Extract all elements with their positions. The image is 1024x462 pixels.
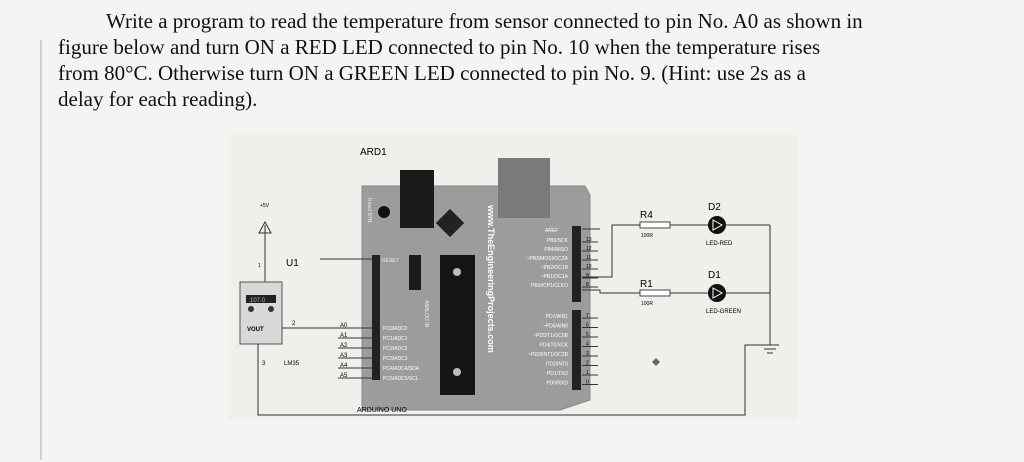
digital-pin-name: PB5/SCK (547, 238, 569, 244)
sensor-part: LM35 (284, 361, 300, 367)
digital-pin-label: 3 (586, 351, 589, 357)
resistor-r1 (639, 289, 671, 297)
digital-header-low (572, 310, 581, 390)
sensor-ref: U1 (286, 258, 299, 269)
analog-header (372, 325, 380, 380)
svg-text:R1: R1 (640, 279, 653, 290)
board-name: ARDUINO UNO (357, 407, 407, 414)
digital-pin-label: 12 (586, 246, 592, 252)
digital-pin-label: 1 (586, 370, 589, 376)
digital-pins-high: 13 PB5/SCK 12 PB4/MISO 11 ~PB3/MOSI/OC2A 10 ~PB… (526, 237, 598, 289)
digital-pin-label: 8 (586, 282, 589, 288)
digital-pin-label: 4 (586, 342, 589, 348)
led-red-icon (708, 216, 726, 234)
digital-pin-name: PD2/INT0 (546, 362, 568, 368)
digital-pin-label: 13 (586, 237, 592, 243)
digital-pin-name: ~PB3/MOSI/OC2A (526, 256, 568, 262)
digital-pin-name: ~PD6/AIN0 (543, 324, 568, 330)
digital-pin-name: PD7/AIN1 (546, 314, 568, 320)
analog-pin-name: PC5/ADC5/SCL (383, 376, 419, 382)
digital-pin-label: 2 (586, 361, 589, 367)
svg-text:LED-RED: LED-RED (706, 241, 733, 247)
svg-text:RESET: RESET (382, 258, 399, 264)
question-line-1: Write a program to read the temperature … (106, 9, 863, 33)
digital-pin-name: ~PB1/OC1A (541, 274, 569, 280)
digital-pin-label: 6 (586, 323, 589, 329)
svg-text:AREF: AREF (545, 228, 558, 234)
board-url: www.TheEngineeringProjects.com (486, 204, 496, 353)
digital-pin-name: PB0/ICP1/CLKO (531, 283, 568, 289)
svg-text:ANALOG IN: ANALOG IN (423, 300, 429, 328)
analog-pin-label: A4 (340, 363, 348, 369)
question-line-4: delay for each reading). (58, 87, 258, 111)
ground-wire (257, 344, 770, 416)
svg-text:100R: 100R (641, 233, 653, 239)
question-line-3: from 80°C. Otherwise turn ON a GREEN LED… (58, 61, 806, 85)
digital-pin-label: 11 (586, 255, 591, 261)
analog-pin-label: A5 (340, 373, 348, 379)
digital-pin-label: 10 (586, 264, 592, 270)
lm35-sensor (239, 281, 283, 345)
power-arrow-icon (258, 220, 272, 234)
digital-pin-label: 5 (586, 332, 589, 338)
digital-pin-name: ~PB2/OC1B (541, 265, 569, 271)
analog-pin-name: PC4/ADC4/SDA (383, 366, 420, 372)
question-text: Write a program to read the temperature … (58, 8, 963, 112)
digital-pin-name: PB4/MISO (544, 247, 568, 253)
led-green-icon (708, 284, 726, 302)
power-jack (400, 170, 434, 228)
pin9-wire (582, 289, 640, 294)
digital-pin-label: 0 (586, 380, 589, 386)
digital-pins-low: 7 PD7/AIN1 6 ~PD6/AIN0 5 ~PD5/T1/OC0B 4 PD4/T0/… (528, 313, 598, 387)
sensor-display: 107.0 (250, 298, 266, 304)
svg-text:1: 1 (258, 263, 261, 269)
analog-pin-name: PC3/ADC3 (383, 356, 408, 362)
digital-pin-name: PD4/T0/XCK (539, 343, 568, 349)
board-ref: ARD1 (360, 147, 387, 158)
reset-button-icon (378, 206, 390, 218)
analog-pin-label: A1 (340, 333, 348, 339)
svg-text:Reset BTN: Reset BTN (366, 198, 372, 223)
arduino-board (361, 185, 591, 411)
svg-text:3: 3 (262, 361, 266, 367)
page-margin-line (40, 40, 42, 460)
resistor-r4 (639, 221, 671, 229)
svg-text:R4: R4 (640, 210, 653, 221)
analog-pin-name: PC2/ADC2 (383, 346, 408, 352)
analog-pin-label: A0 (340, 323, 348, 329)
digital-pin-name: PD0/RXD (546, 381, 568, 387)
digital-pin-name: PD1/TXD (547, 371, 569, 377)
digital-pin-name: ~PD3/INT1/OC2B (528, 352, 569, 358)
svg-text:VOUT: VOUT (247, 327, 264, 333)
analog-pin-label: A3 (340, 353, 348, 359)
crystal (409, 255, 421, 290)
analog-pin-name: PC1/ADC1 (383, 336, 408, 342)
svg-text:100R: 100R (641, 301, 653, 307)
analog-pin-label: A2 (340, 343, 348, 349)
svg-text:D1: D1 (708, 270, 721, 281)
digital-pin-name: ~PD5/T1/OC0B (533, 333, 569, 339)
analog-pin-name: PC0/ADC0 (383, 326, 408, 332)
digital-header-high (572, 226, 581, 302)
digital-pin-label: 7 (586, 313, 589, 319)
question-line-2: figure below and turn ON a RED LED conne… (58, 35, 821, 59)
pin10-wire (582, 224, 640, 278)
svg-text:LED-GREEN: LED-GREEN (706, 309, 741, 315)
svg-text:+5V: +5V (260, 203, 270, 209)
ground-icon (761, 344, 779, 354)
svg-text:2: 2 (292, 321, 296, 327)
svg-text:D2: D2 (708, 202, 721, 213)
digital-pin-label: 9 (586, 273, 589, 279)
usb-connector (498, 158, 550, 218)
